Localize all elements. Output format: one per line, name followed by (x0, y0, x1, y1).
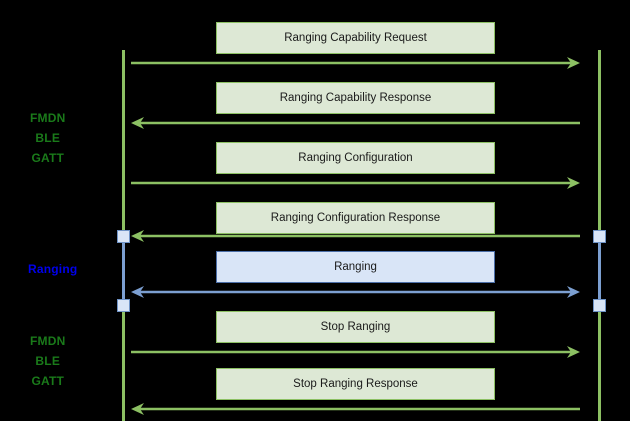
message-label-box: Ranging (216, 251, 495, 283)
message-arrow (131, 57, 580, 69)
phase-label-line: FMDN (30, 334, 66, 348)
phase-label-line: GATT (31, 374, 65, 388)
message-arrow (131, 230, 580, 242)
phase-label-line: Ranging (28, 262, 78, 276)
message-label-box: Ranging Capability Request (216, 22, 495, 54)
arrowhead-right (567, 177, 580, 189)
phase-label-line: BLE (35, 131, 61, 145)
activation-bar-right (598, 236, 601, 305)
message-arrow (131, 177, 580, 189)
arrowhead-left (131, 230, 144, 242)
phase-ranging: Ranging (28, 259, 77, 279)
arrowhead-right (567, 286, 580, 298)
message-arrow (131, 346, 580, 358)
phase-label-line: GATT (31, 151, 65, 165)
phase-label-line: BLE (35, 354, 61, 368)
message-arrow (131, 286, 580, 298)
message-arrow (131, 403, 580, 415)
activation-endpoint-right-end (593, 298, 606, 312)
phase-gatt-top: FMDN BLE GATT (30, 108, 65, 168)
message-label-box: Stop Ranging (216, 311, 495, 343)
phase-gatt-bottom: FMDN BLE GATT (30, 331, 65, 391)
message-label-box: Ranging Capability Response (216, 82, 495, 114)
activation-endpoint-right-start (593, 229, 606, 243)
activation-endpoint-left-start (117, 229, 130, 243)
activation-bar-left (122, 236, 125, 305)
phase-label-line: FMDN (30, 111, 66, 125)
message-label-box: Stop Ranging Response (216, 368, 495, 400)
arrowhead-left (131, 403, 144, 415)
message-label-box: Ranging Configuration Response (216, 202, 495, 234)
activation-endpoint-left-end (117, 298, 130, 312)
arrowhead-left (131, 117, 144, 129)
message-arrow (131, 117, 580, 129)
arrowhead-right (567, 346, 580, 358)
message-label-box: Ranging Configuration (216, 142, 495, 174)
arrowhead-left (131, 286, 144, 298)
arrowhead-right (567, 57, 580, 69)
